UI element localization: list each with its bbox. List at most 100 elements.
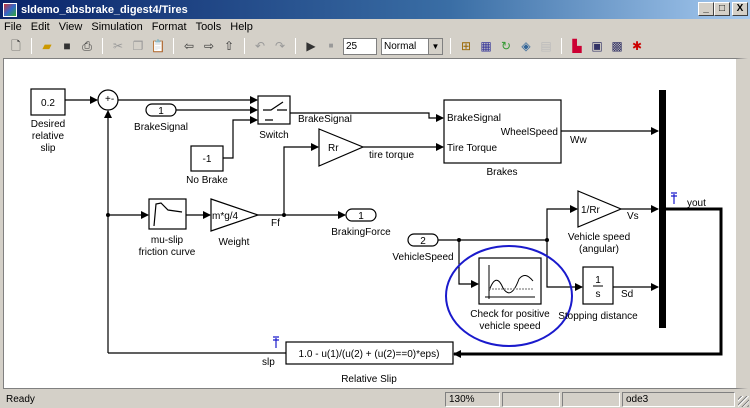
sum-block[interactable]: [97, 89, 119, 111]
test-point-icon: [671, 192, 677, 204]
weight-label: Weight: [219, 237, 250, 248]
branch-point: [457, 238, 461, 242]
close-button[interactable]: X: [732, 2, 748, 16]
undo-icon[interactable]: ↶: [254, 39, 266, 53]
sum-signs: +-: [105, 94, 114, 105]
mux-block[interactable]: [659, 90, 666, 328]
chevron-down-icon[interactable]: ▼: [428, 38, 442, 54]
brake-signal-port-number: 1: [158, 106, 164, 117]
diagram-canvas[interactable]: 0.2 Desired relative slip +- 1 BrakeSign…: [3, 58, 748, 389]
vehicle-speed-label: VehicleSpeed: [392, 252, 453, 263]
cut-icon[interactable]: ✂: [112, 39, 124, 53]
signal-line: [223, 116, 258, 159]
relative-slip-fcn-block[interactable]: [285, 341, 454, 365]
angular-gain-text: 1/Rr: [581, 205, 601, 216]
switch-block[interactable]: [257, 95, 291, 125]
integrator-numerator: 1: [595, 275, 601, 286]
zoom-level: 130%: [445, 392, 500, 407]
stop-time-input[interactable]: 25: [343, 37, 377, 55]
save-icon[interactable]: ■: [63, 39, 71, 53]
brake-signal-inport[interactable]: [145, 103, 177, 117]
braking-force-outport[interactable]: [345, 208, 377, 222]
weight-gain-text: m*g/4: [212, 211, 239, 222]
separator: [295, 38, 296, 54]
copy-icon[interactable]: ❐: [132, 39, 144, 53]
brakes-subsystem-block[interactable]: [443, 99, 562, 164]
simulation-mode-select[interactable]: Normal ▼: [381, 37, 443, 55]
integrator-block[interactable]: [582, 266, 614, 305]
redo-icon[interactable]: ↷: [274, 39, 286, 53]
desired-slip-label: slip: [40, 143, 55, 154]
branch-point: [282, 213, 286, 217]
menu-view[interactable]: View: [58, 21, 83, 33]
debugger-icon[interactable]: ✱: [631, 39, 643, 53]
rr-gain-text: Rr: [328, 143, 339, 154]
brakes-input-label: Tire Torque: [447, 143, 497, 154]
update-diagram-icon[interactable]: ▦: [480, 39, 492, 53]
status-panel-empty: [502, 392, 560, 407]
signal-line: [283, 143, 319, 215]
resize-grip[interactable]: [738, 396, 749, 407]
test-point-icon: [273, 336, 279, 348]
model-browser-icon[interactable]: ▩: [611, 39, 623, 53]
no-brake-constant-block[interactable]: [190, 145, 224, 172]
new-icon[interactable]: 🗋: [11, 39, 21, 53]
start-simulation-icon[interactable]: ▶: [306, 39, 316, 53]
menu-help[interactable]: Help: [230, 21, 253, 33]
highlight-ellipse: [445, 245, 573, 347]
braking-force-label: BrakingForce: [331, 227, 391, 238]
signal-line: [546, 240, 583, 291]
angular-label: (angular): [579, 244, 619, 255]
switch-icon: [263, 101, 287, 121]
vehicle-speed-inport[interactable]: [407, 233, 439, 247]
mu-slip-curve-icon: [153, 202, 183, 227]
library-browser-icon[interactable]: ▙: [572, 39, 582, 53]
branch-point: [545, 238, 549, 242]
separator: [102, 38, 103, 54]
disabled-icon[interactable]: ▤: [540, 39, 552, 53]
model-explorer-icon[interactable]: ▣: [591, 39, 603, 53]
window-title: sldemo_absbrake_digest4/Tires: [21, 3, 188, 16]
desired-slip-constant-block[interactable]: [30, 88, 66, 116]
back-icon[interactable]: ⇦: [183, 39, 195, 53]
check-positive-speed-block[interactable]: [478, 257, 542, 305]
title-bar: sldemo_absbrake_digest4/Tires _ □ X: [0, 0, 750, 19]
simulation-mode-value: Normal: [384, 40, 417, 52]
check-label: Check for positive: [470, 309, 550, 320]
up-icon[interactable]: ⇧: [223, 39, 235, 53]
ff-label: Ff: [271, 218, 280, 229]
desired-slip-value: 0.2: [41, 98, 55, 109]
separator: [561, 38, 562, 54]
angular-label: Vehicle speed: [568, 232, 630, 243]
separator: [450, 38, 451, 54]
forward-icon[interactable]: ⇨: [203, 39, 215, 53]
brakes-output-label: WheelSpeed: [501, 127, 558, 138]
minimize-button[interactable]: _: [698, 2, 714, 16]
print-icon[interactable]: ⎙: [82, 39, 92, 53]
brake-signal-line-label: BrakeSignal: [298, 114, 352, 125]
open-icon[interactable]: ▰: [42, 39, 52, 53]
weight-gain-block[interactable]: [210, 198, 260, 232]
yout-label: yout: [687, 198, 706, 209]
simulink-app-icon: [3, 2, 17, 17]
desired-slip-label: Desired: [31, 119, 65, 130]
refresh-icon[interactable]: ↻: [500, 39, 512, 53]
maximize-button[interactable]: □: [714, 2, 730, 16]
mu-slip-lookup-block[interactable]: [148, 198, 187, 230]
stop-simulation-icon[interactable]: ■: [328, 41, 334, 50]
menu-file[interactable]: File: [4, 21, 22, 33]
build-icon[interactable]: ⊞: [460, 39, 472, 53]
no-brake-label: No Brake: [186, 175, 228, 186]
menu-simulation[interactable]: Simulation: [91, 21, 143, 33]
menu-format[interactable]: Format: [151, 21, 187, 33]
integrator-label: Stopping distance: [558, 311, 638, 322]
separator: [31, 38, 32, 54]
paste-icon[interactable]: 📋: [150, 39, 166, 53]
rr-gain-block[interactable]: [318, 128, 365, 167]
menu-edit[interactable]: Edit: [30, 21, 50, 33]
angular-speed-gain-block[interactable]: [577, 190, 623, 228]
menu-tools[interactable]: Tools: [195, 21, 222, 33]
brakes-label: Brakes: [486, 167, 517, 178]
debug-icon[interactable]: ◈: [521, 39, 531, 53]
vehicle-speed-port-number: 2: [420, 236, 426, 247]
